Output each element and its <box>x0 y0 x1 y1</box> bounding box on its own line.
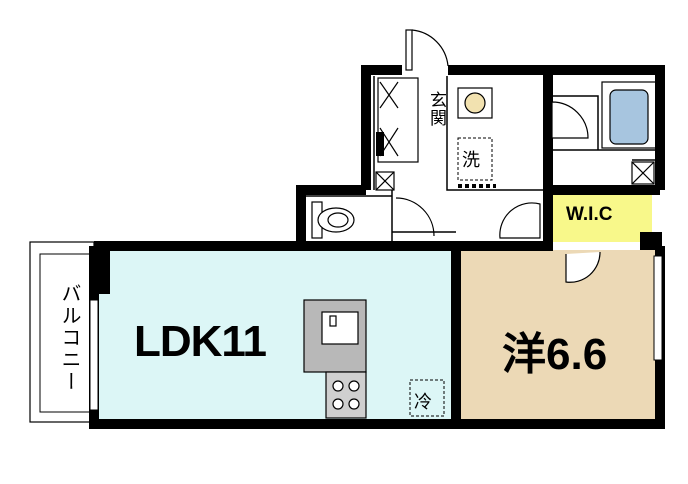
interior-lines <box>306 76 660 246</box>
western-room-label: 洋6.6 <box>502 330 608 379</box>
entrance-door <box>405 29 449 71</box>
toilet <box>311 201 355 239</box>
western-room-floor <box>456 250 656 422</box>
hall-door <box>499 202 541 239</box>
balcony-window <box>89 299 99 411</box>
western-room-door <box>565 251 601 283</box>
pipe-space <box>375 171 395 191</box>
pillar <box>640 232 662 250</box>
washer-space <box>457 137 493 181</box>
wash-basin <box>457 87 493 119</box>
window <box>653 255 663 361</box>
fridge-space <box>409 379 445 417</box>
floor-pattern <box>376 132 384 156</box>
shoe-closet <box>377 77 419 163</box>
pipe-space <box>631 161 655 185</box>
kitchen-counter <box>303 299 367 419</box>
entrance-label: 玄関 <box>426 91 446 127</box>
toilet-door <box>395 197 435 237</box>
fridge-label: 冷 <box>414 392 432 413</box>
wic-label: W.I.C <box>566 204 613 225</box>
washroom-label: 洗 <box>462 150 480 171</box>
balcony-label: バルコニー <box>58 283 82 393</box>
ldk-label: LDK11 <box>134 317 267 366</box>
wic-floor <box>548 190 652 242</box>
bathroom <box>551 81 657 149</box>
pillar <box>94 250 110 294</box>
ldk-floor <box>94 250 456 422</box>
